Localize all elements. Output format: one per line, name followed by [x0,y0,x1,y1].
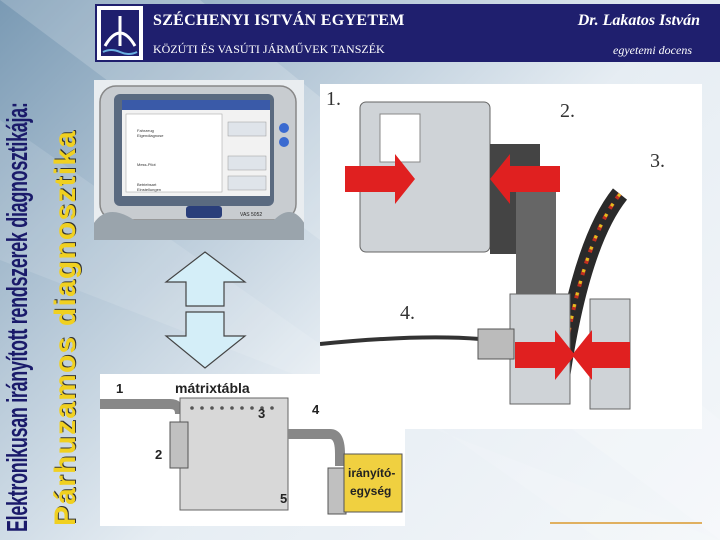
university-name: SZÉCHENYI ISTVÁN EGYETEM [153,12,405,29]
photo-label-2: 2. [560,100,575,122]
device-menu-item-3: Betriebsart Einstellungen [137,182,162,192]
diagram-number-2: 2 [155,447,163,462]
diagram-number-1: 1 [116,381,124,396]
data-flow-arrows-icon [164,251,247,369]
author-role: egyetemi docens [613,43,692,57]
university-logo [95,4,145,62]
ecu-label-line2: egység [350,484,392,498]
diagram-number-4: 4 [312,402,320,417]
diagram-number-3: 3 [258,406,266,421]
diagnostic-device-image [90,80,308,240]
device-menu-item-2: Mess-Pilot [137,162,156,167]
department-name: KÖZÚTI ÉS VASÚTI JÁRMŰVEK TANSZÉK [153,42,385,56]
diagram-number-5: 5 [280,491,288,506]
photo-label-4: 4. [400,302,415,324]
matrix-label: mátrixtábla [175,380,250,396]
device-menu-item-1: Fahrzeug Eigendiagnose [137,128,164,138]
side-title-sub: Párhuzamos diagnosztika [49,129,82,526]
device-model-label: VAS 5052 [240,212,263,218]
ecu-label-line1: irányító- [348,466,396,480]
decorative-line [550,522,702,524]
side-title-main: Elektronikusan irányított rendszerek dia… [2,102,34,533]
matrix-board-diagram [100,374,405,526]
photo-label-1: 1. [326,88,341,110]
header-bar [95,4,720,62]
photo-label-3: 3. [650,150,665,172]
author-name: Dr. Lakatos István [577,12,700,29]
ecu-connector-photo [319,84,702,429]
